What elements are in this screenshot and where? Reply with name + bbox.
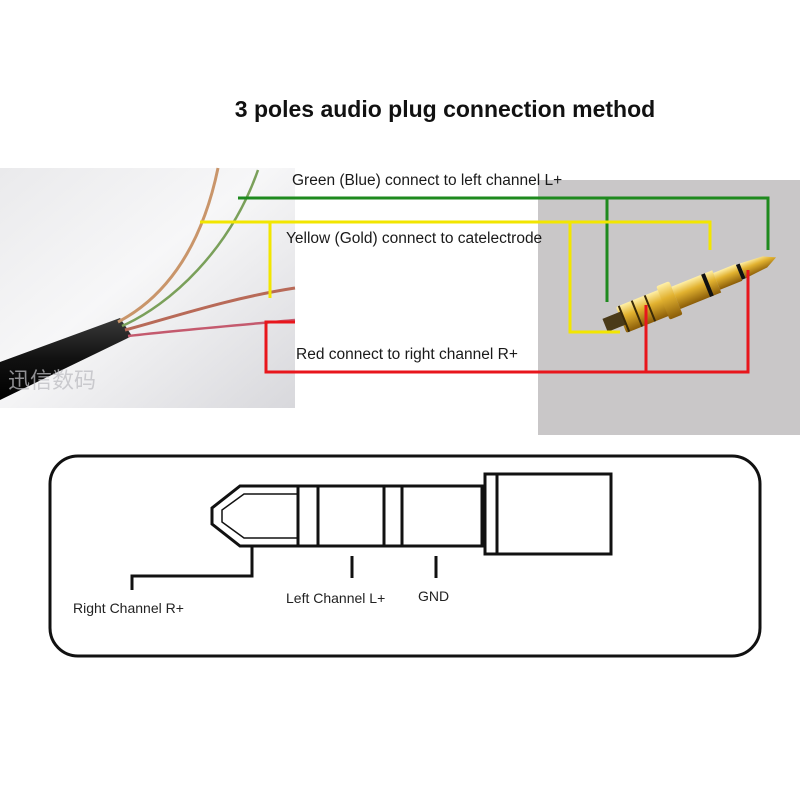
red-wire-line bbox=[264, 270, 750, 374]
plug-ring-left bbox=[296, 484, 404, 548]
gnd-label: GND bbox=[418, 588, 450, 604]
yellow-wire-loop bbox=[568, 222, 620, 334]
left-channel-label: Left Channel L+ bbox=[286, 590, 386, 606]
plug-tip-outline bbox=[210, 484, 298, 548]
right-channel-leader bbox=[130, 546, 254, 590]
green-wire-label: Green (Blue) connect to left channel L+ bbox=[292, 172, 563, 189]
watermark-text: 迅信数码 bbox=[8, 369, 96, 394]
tip-inner-outline bbox=[221, 493, 298, 539]
black-cable bbox=[0, 318, 132, 400]
yellow-wire-label: Yellow (Gold) connect to catelectrode bbox=[286, 230, 543, 247]
plug-sleeve bbox=[483, 472, 613, 556]
copper-wire-1 bbox=[117, 167, 220, 324]
green-wire-line bbox=[238, 196, 770, 250]
copper-red-wire-1 bbox=[124, 286, 296, 332]
red-wire-label: Red connect to right channel R+ bbox=[296, 346, 518, 363]
schematic-frame bbox=[48, 454, 762, 658]
right-channel-label: Right Channel R+ bbox=[73, 600, 184, 616]
yellow-wire-line bbox=[200, 220, 712, 250]
plug-ring-gnd bbox=[400, 484, 484, 548]
diagram-title: 3 poles audio plug connection method bbox=[234, 96, 656, 122]
